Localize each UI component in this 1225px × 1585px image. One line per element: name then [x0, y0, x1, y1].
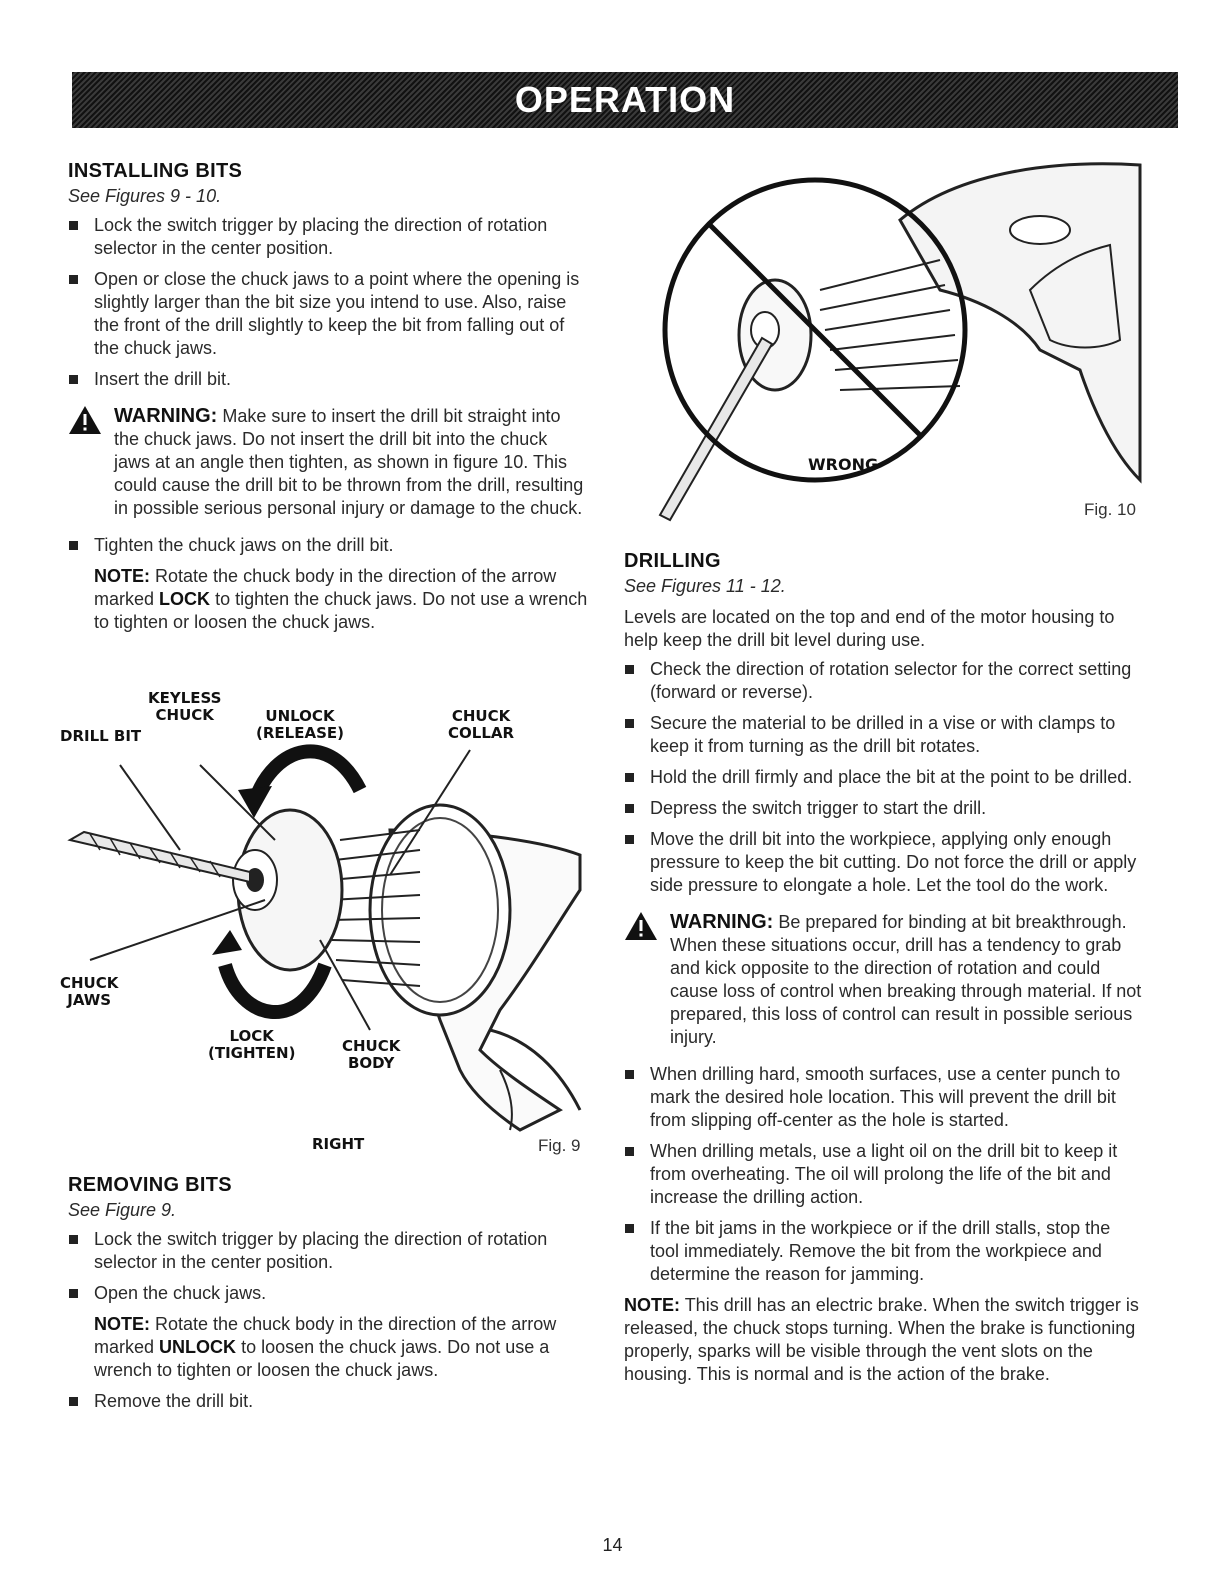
note-label: NOTE: [624, 1295, 680, 1315]
note-post: to loosen the chuck jaws. Do not use a w… [94, 1337, 550, 1380]
list-item: If the bit jams in the workpiece or if t… [624, 1217, 1144, 1286]
figure-9-drill-illustration [67, 744, 582, 1132]
drilling-list-2: When drilling hard, smooth surfaces, use… [624, 1063, 1144, 1286]
label-chuck-jaws: CHUCK JAWS [60, 974, 119, 1009]
drilling-note: NOTE: This drill has an electric brake. … [624, 1294, 1144, 1386]
warning-text: Be prepared for binding at bit breakthro… [670, 912, 1142, 1047]
list-item: When drilling metals, use a light oil on… [624, 1140, 1144, 1209]
warning-icon [69, 406, 101, 434]
installing-note: NOTE: Rotate the chuck body in the direc… [68, 565, 588, 634]
note-key: LOCK [159, 589, 211, 609]
label-chuck-body: CHUCK BODY [342, 1037, 401, 1072]
list-item: Depress the switch trigger to start the … [624, 797, 1144, 820]
note-pre: Rotate the chuck body in the direction o… [94, 566, 557, 609]
removing-heading: REMOVING BITS [68, 1174, 232, 1196]
note-pre: Rotate the chuck body in the direction o… [94, 1314, 557, 1357]
label-drill-bit: DRILL BIT [60, 727, 142, 745]
warning-text: Make sure to insert the drill bit straig… [114, 406, 584, 518]
list-item: Check the direction of rotation selector… [624, 658, 1144, 704]
note-key: UNLOCK [159, 1337, 237, 1357]
installing-list: Lock the switch trigger by placing the d… [68, 214, 588, 391]
list-item: Open the chuck jaws. [68, 1282, 588, 1305]
list-item: Lock the switch trigger by placing the d… [68, 214, 588, 260]
list-item: Insert the drill bit. [68, 368, 588, 391]
section-banner: OPERATION [72, 72, 1178, 128]
drilling-intro: Levels are located on the top and end of… [624, 607, 1115, 650]
label-right: RIGHT [312, 1135, 365, 1153]
list-item: Open or close the chuck jaws to a point … [68, 268, 588, 360]
removing-see: See Figure 9. [68, 1200, 177, 1220]
label-lock-tighten: LOCK (TIGHTEN) [208, 1027, 296, 1062]
list-item: Move the drill bit into the workpiece, a… [624, 828, 1144, 897]
figure-9: KEYLESS CHUCK UNLOCK (RELEASE) CHUCK COL… [60, 690, 600, 1165]
list-item: Hold the drill firmly and place the bit … [624, 766, 1144, 789]
section-title: OPERATION [514, 79, 736, 120]
list-item: Lock the switch trigger by placing the d… [68, 1228, 588, 1274]
drilling-see: See Figures 11 - 12. [624, 576, 786, 596]
removing-list-2: Remove the drill bit. [68, 1390, 588, 1413]
warning-icon [625, 912, 657, 940]
note-post: to tighten the chuck jaws. Do not use a … [94, 589, 588, 632]
list-item: When drilling hard, smooth surfaces, use… [624, 1063, 1144, 1132]
warning-label: WARNING: [114, 405, 218, 427]
list-item: Remove the drill bit. [68, 1390, 588, 1413]
drilling-warning: WARNING: Be prepared for binding at bit … [624, 911, 1144, 1049]
label-keyless-chuck: KEYLESS CHUCK [148, 689, 222, 724]
figure-9-caption: Fig. 9 [538, 1136, 581, 1155]
installing-heading: INSTALLING BITS [68, 160, 243, 182]
installing-see: See Figures 9 - 10. [68, 186, 222, 206]
label-wrong: WRONG [808, 455, 879, 474]
installing-warning: WARNING: Make sure to insert the drill b… [68, 405, 588, 520]
label-unlock-release: UNLOCK (RELEASE) [256, 707, 344, 742]
figure-10-wrong-illustration [658, 162, 1142, 522]
removing-list: Lock the switch trigger by placing the d… [68, 1228, 588, 1305]
page-number: 14 [602, 1535, 623, 1555]
figure-10: WRONG Fig. 10 [640, 150, 1150, 530]
label-chuck-collar: CHUCK COLLAR [448, 707, 515, 742]
installing-list-2: Tighten the chuck jaws on the drill bit. [68, 534, 588, 557]
drilling-heading: DRILLING [624, 550, 721, 572]
drilling-list: Check the direction of rotation selector… [624, 658, 1144, 897]
note-label: NOTE: [94, 566, 150, 586]
installing-section: INSTALLING BITS See Figures 9 - 10. Lock… [68, 160, 588, 642]
figure-10-caption: Fig. 10 [1084, 500, 1136, 519]
list-item: Secure the material to be drilled in a v… [624, 712, 1144, 758]
list-item: Tighten the chuck jaws on the drill bit. [68, 534, 588, 557]
drilling-section: DRILLING See Figures 11 - 12. Levels are… [624, 550, 1144, 1386]
note-text: This drill has an electric brake. When t… [624, 1295, 1139, 1384]
removing-note: NOTE: Rotate the chuck body in the direc… [68, 1313, 588, 1382]
warning-label: WARNING: [670, 911, 774, 933]
removing-section: REMOVING BITS See Figure 9. Lock the swi… [68, 1174, 588, 1421]
note-label: NOTE: [94, 1314, 150, 1334]
